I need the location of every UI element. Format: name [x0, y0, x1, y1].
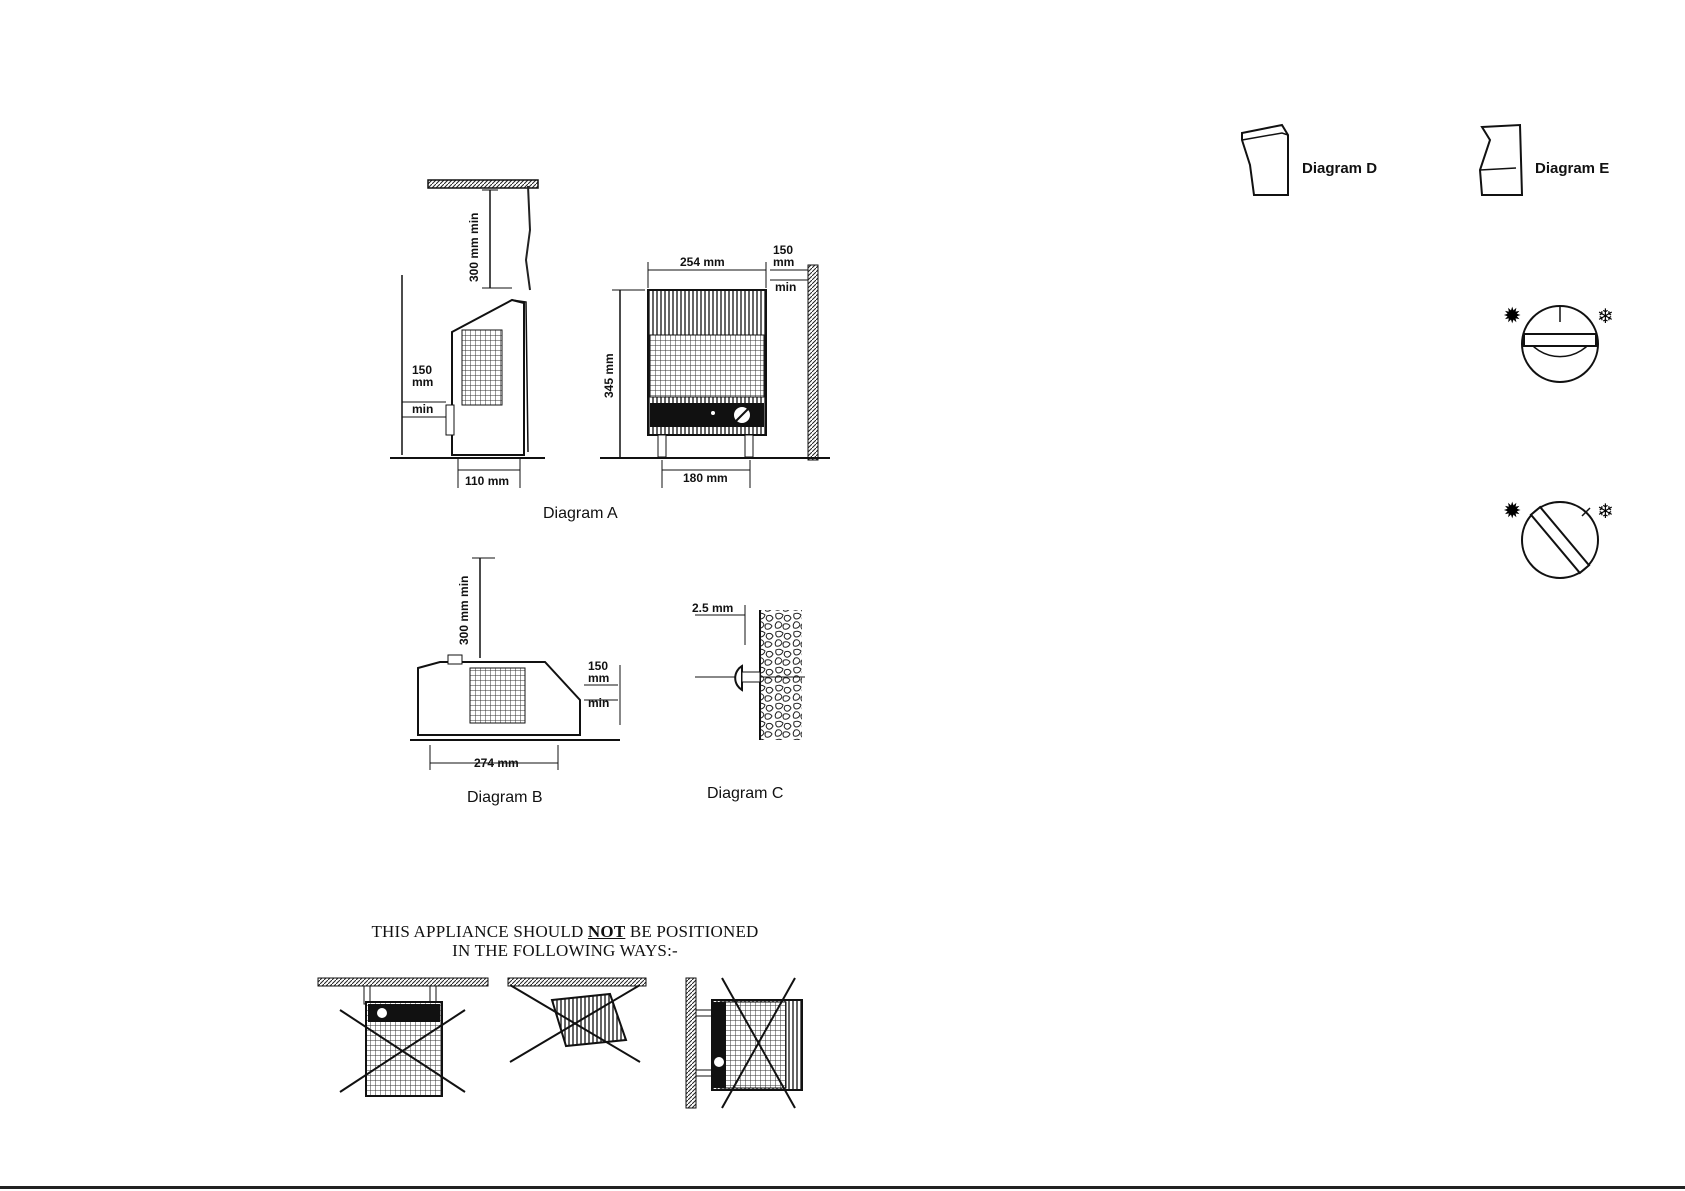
- dim-a-wall-2: mm: [773, 255, 794, 269]
- wrong-position-wall-mounted: [686, 978, 802, 1108]
- dim-b-top: 300 mm min: [457, 576, 471, 645]
- ceiling-hatch-icon: [428, 180, 538, 188]
- dim-a-base: 110 mm: [465, 474, 509, 488]
- diagram-c: 2.5 mm Diagram C: [692, 601, 805, 802]
- positioning-warning: THIS APPLIANCE SHOULD NOT BE POSITIONED …: [330, 922, 800, 960]
- dim-b-length: 274 mm: [474, 756, 519, 770]
- warning-line-1-pre: THIS APPLIANCE SHOULD: [371, 922, 587, 941]
- dim-a-height: 345 mm: [602, 353, 616, 398]
- warning-line-2: IN THE FOLLOWING WAYS:-: [330, 941, 800, 960]
- wrong-position-ceiling-mounted: [318, 978, 488, 1096]
- dim-a-side-2: mm: [412, 375, 433, 389]
- rocker-switch-icon: [1242, 125, 1288, 195]
- stone-wall-icon: [760, 610, 802, 740]
- snowflake-icon: ❄: [1597, 304, 1614, 328]
- warning-line-1: THIS APPLIANCE SHOULD NOT BE POSITIONED: [330, 922, 800, 941]
- dim-a-side-3: min: [412, 402, 433, 416]
- diagram-c-caption: Diagram C: [707, 785, 783, 802]
- dim-b-side-3: min: [588, 696, 609, 710]
- dim-a-top: 300 mm min: [467, 213, 481, 282]
- page-bottom-rule: [0, 1186, 1685, 1189]
- diagram-e-caption: Diagram E: [1535, 160, 1609, 177]
- sun-icon: ✹: [1503, 304, 1521, 329]
- dim-a-feet: 180 mm: [683, 471, 728, 485]
- dim-a-width: 254 mm: [680, 255, 725, 269]
- dim-a-wall-3: min: [775, 280, 796, 294]
- warning-line-1-post: BE POSITIONED: [625, 922, 758, 941]
- diagram-b: 300 mm min 150 mm min 274 mm Diagram B: [410, 558, 620, 806]
- thermostat-dial-top: ✹ ❄: [1503, 304, 1614, 382]
- dim-c-gap: 2.5 mm: [692, 601, 733, 615]
- snowflake-icon: ❄: [1597, 499, 1614, 523]
- wrong-position-ceiling-inverted: [508, 978, 646, 1062]
- diagram-e: Diagram E: [1480, 125, 1609, 195]
- sun-icon: ✹: [1503, 499, 1521, 524]
- diagram-a-caption: Diagram A: [543, 505, 618, 522]
- diagram-a: 300 mm min 150 mm min 110 mm 254 mm 150 …: [390, 180, 830, 522]
- thermostat-dial-bottom: ✹ ❄: [1503, 499, 1614, 578]
- wall-hatch-icon: [808, 265, 818, 460]
- diagram-d-caption: Diagram D: [1302, 160, 1377, 177]
- warning-emphasis-not: NOT: [588, 922, 625, 941]
- diagram-b-caption: Diagram B: [467, 789, 543, 806]
- diagram-d: Diagram D: [1242, 125, 1377, 195]
- rocker-switch-icon: [1480, 125, 1522, 195]
- dim-b-side-2: mm: [588, 671, 609, 685]
